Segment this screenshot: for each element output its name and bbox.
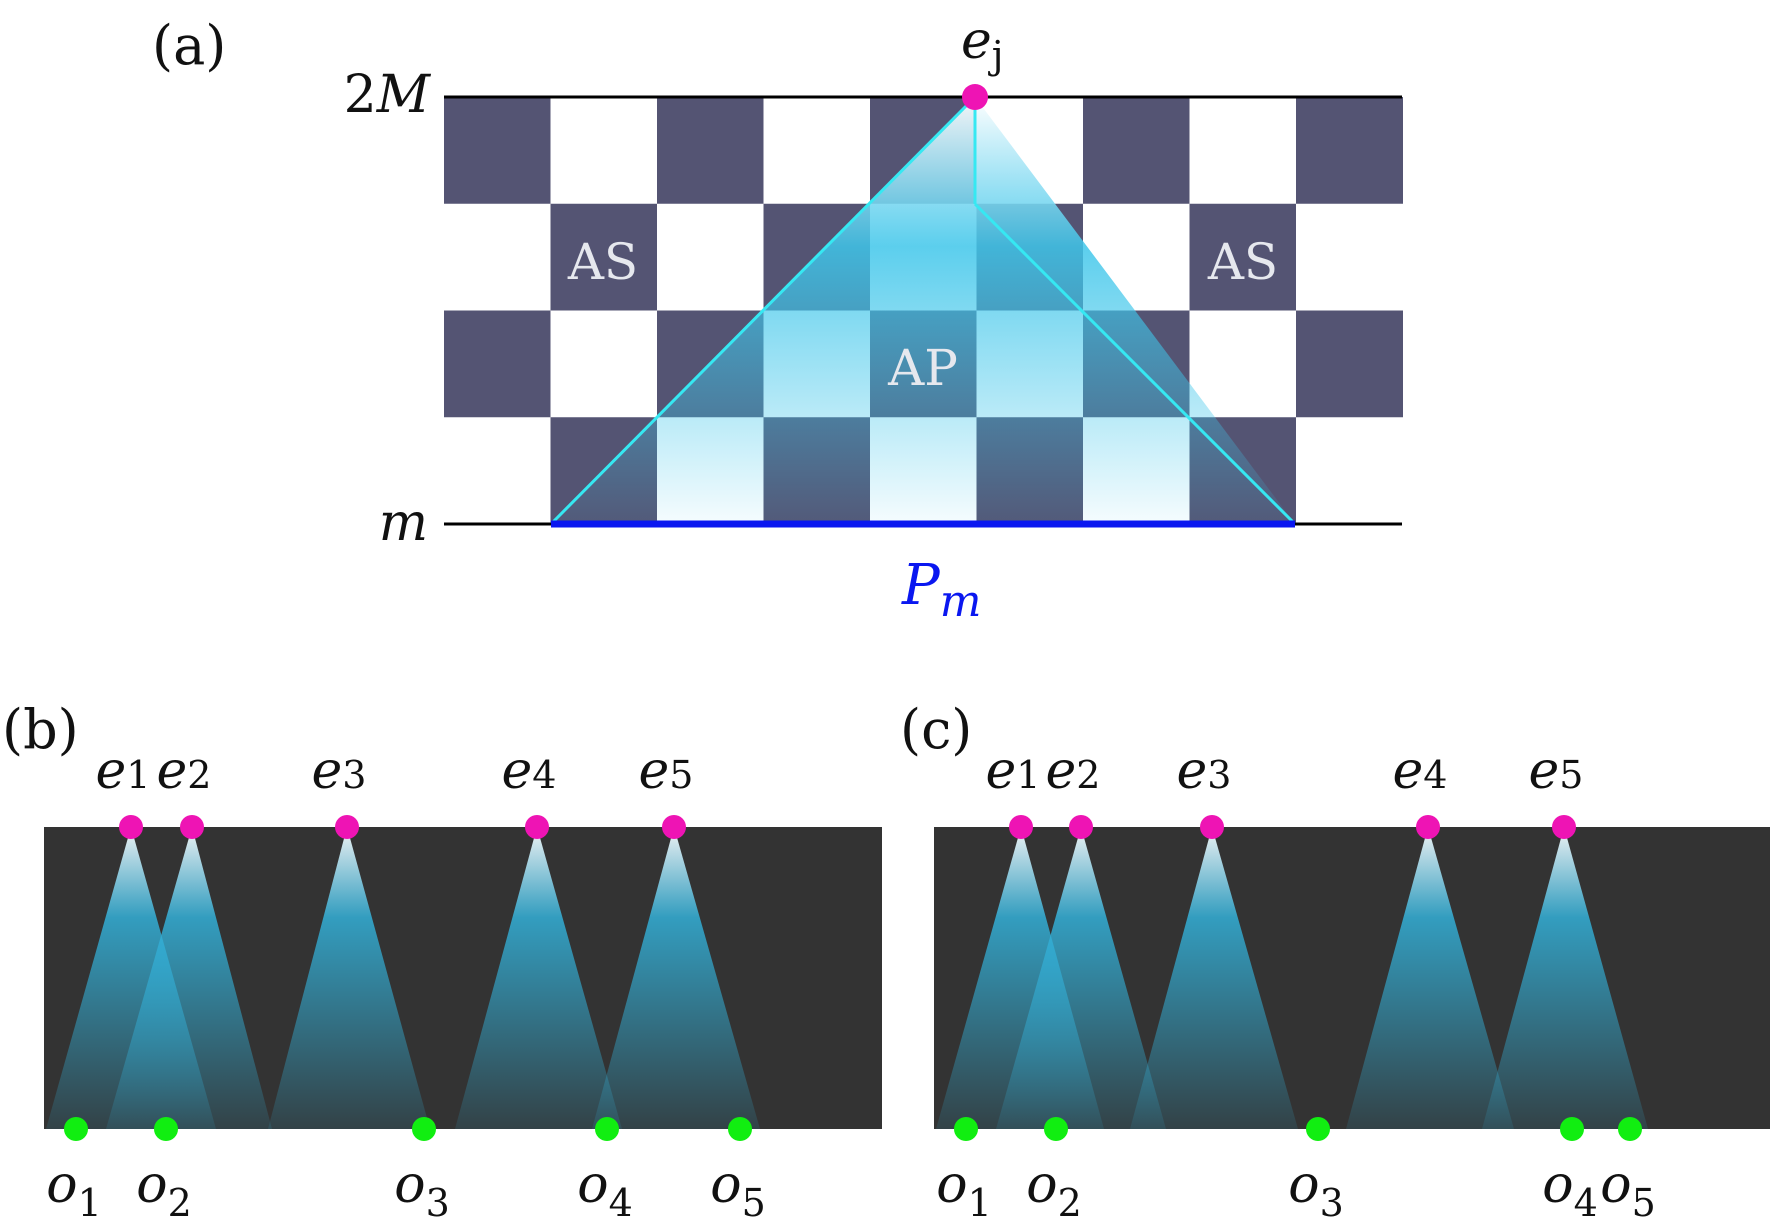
checker-cell bbox=[1083, 97, 1190, 205]
light-cone-2 bbox=[106, 827, 272, 1129]
emitter-label-2: e2 bbox=[157, 741, 212, 801]
observer-label-3: o3 bbox=[394, 1155, 450, 1225]
emitter-node-4 bbox=[525, 815, 549, 839]
checker-cell bbox=[1296, 417, 1403, 525]
as-left-label: AS bbox=[567, 233, 638, 291]
observer-node-1 bbox=[954, 1117, 978, 1141]
emitter-label-1: e1 bbox=[96, 741, 151, 801]
observer-label-5: o5 bbox=[710, 1155, 766, 1225]
ap-label: AP bbox=[887, 339, 958, 397]
observer-node-5 bbox=[1618, 1117, 1642, 1141]
light-cone-3 bbox=[1130, 827, 1298, 1129]
observer-label-1: o1 bbox=[46, 1155, 102, 1225]
emitter-node-5 bbox=[1552, 815, 1576, 839]
cones-c bbox=[936, 827, 1648, 1129]
emitter-label-3: e3 bbox=[312, 741, 367, 801]
base-interval-label: Pm bbox=[901, 553, 981, 627]
checker-cell bbox=[444, 310, 551, 418]
checker-cell bbox=[1189, 310, 1297, 418]
observer-label-4: o4 bbox=[1542, 1155, 1598, 1225]
emitter-label-4: e4 bbox=[1393, 741, 1448, 801]
observer-label-1: o1 bbox=[936, 1155, 992, 1225]
light-cone-2 bbox=[996, 827, 1166, 1129]
checker-cell bbox=[763, 97, 871, 205]
panel-b-label: (b) bbox=[2, 698, 79, 761]
observer-node-4 bbox=[1560, 1117, 1584, 1141]
light-cone-3 bbox=[268, 827, 430, 1129]
light-cone-5 bbox=[592, 827, 760, 1129]
checker-cell bbox=[1296, 97, 1403, 205]
emitter-node-3 bbox=[1200, 815, 1224, 839]
emitter-label-2: e2 bbox=[1046, 741, 1101, 801]
emitter-node-5 bbox=[662, 815, 686, 839]
emitter-node-2 bbox=[180, 815, 204, 839]
observer-label-4: o4 bbox=[577, 1155, 633, 1225]
cone-right-edge bbox=[973, 202, 1297, 526]
observer-label-5: o5 bbox=[1600, 1155, 1656, 1225]
cones-b bbox=[46, 827, 760, 1129]
observer-node-2 bbox=[154, 1117, 178, 1141]
bottom-level-label: m bbox=[379, 493, 428, 553]
panel-a-label: (a) bbox=[152, 14, 226, 77]
observer-label-2: o2 bbox=[1026, 1155, 1082, 1225]
apex-label: ej bbox=[961, 11, 1004, 77]
observer-node-2 bbox=[1044, 1117, 1068, 1141]
light-cone-5 bbox=[1482, 827, 1648, 1129]
checker-cell bbox=[550, 203, 658, 311]
observer-node-1 bbox=[64, 1117, 88, 1141]
cone-fill bbox=[551, 97, 1295, 524]
observer-node-5 bbox=[728, 1117, 752, 1141]
emitter-label-1: e1 bbox=[986, 741, 1041, 801]
emitter-node-4 bbox=[1416, 815, 1440, 839]
emitter-node-2 bbox=[1069, 815, 1093, 839]
panel-a: (a) AS AS AP 2M m ej Pm bbox=[152, 11, 1403, 627]
emitter-label-3: e3 bbox=[1177, 741, 1232, 801]
light-cone-4 bbox=[1346, 827, 1514, 1129]
checker-cell bbox=[550, 97, 658, 205]
observer-label-2: o2 bbox=[136, 1155, 192, 1225]
checker-cell bbox=[1296, 310, 1403, 418]
observer-node-4 bbox=[595, 1117, 619, 1141]
emitter-node-1 bbox=[119, 815, 143, 839]
emitter-label-4: e4 bbox=[502, 741, 557, 801]
emitter-label-5: e5 bbox=[639, 741, 694, 801]
emitter-node-1 bbox=[1009, 815, 1033, 839]
checker-cell bbox=[1189, 97, 1297, 205]
emitter-label-5: e5 bbox=[1529, 741, 1584, 801]
checker-cell bbox=[444, 417, 551, 525]
checker-cell bbox=[657, 97, 764, 205]
observer-node-3 bbox=[1306, 1117, 1330, 1141]
panel-c-label: (c) bbox=[900, 698, 972, 761]
apex-node bbox=[962, 84, 988, 110]
observer-node-3 bbox=[412, 1117, 436, 1141]
checker-cell bbox=[1296, 203, 1403, 311]
top-level-label: 2M bbox=[344, 65, 432, 125]
light-cone-4 bbox=[455, 827, 622, 1129]
causal-cone bbox=[549, 95, 1297, 526]
observer-label-3: o3 bbox=[1288, 1155, 1344, 1225]
checker-cell bbox=[1189, 203, 1297, 311]
checker-cell bbox=[444, 97, 551, 205]
checker-cell bbox=[657, 203, 764, 311]
checker-cell bbox=[444, 203, 551, 311]
emitter-node-3 bbox=[335, 815, 359, 839]
as-right-label: AS bbox=[1207, 233, 1278, 291]
checker-cell bbox=[550, 310, 658, 418]
cone-left-edge bbox=[549, 95, 977, 526]
